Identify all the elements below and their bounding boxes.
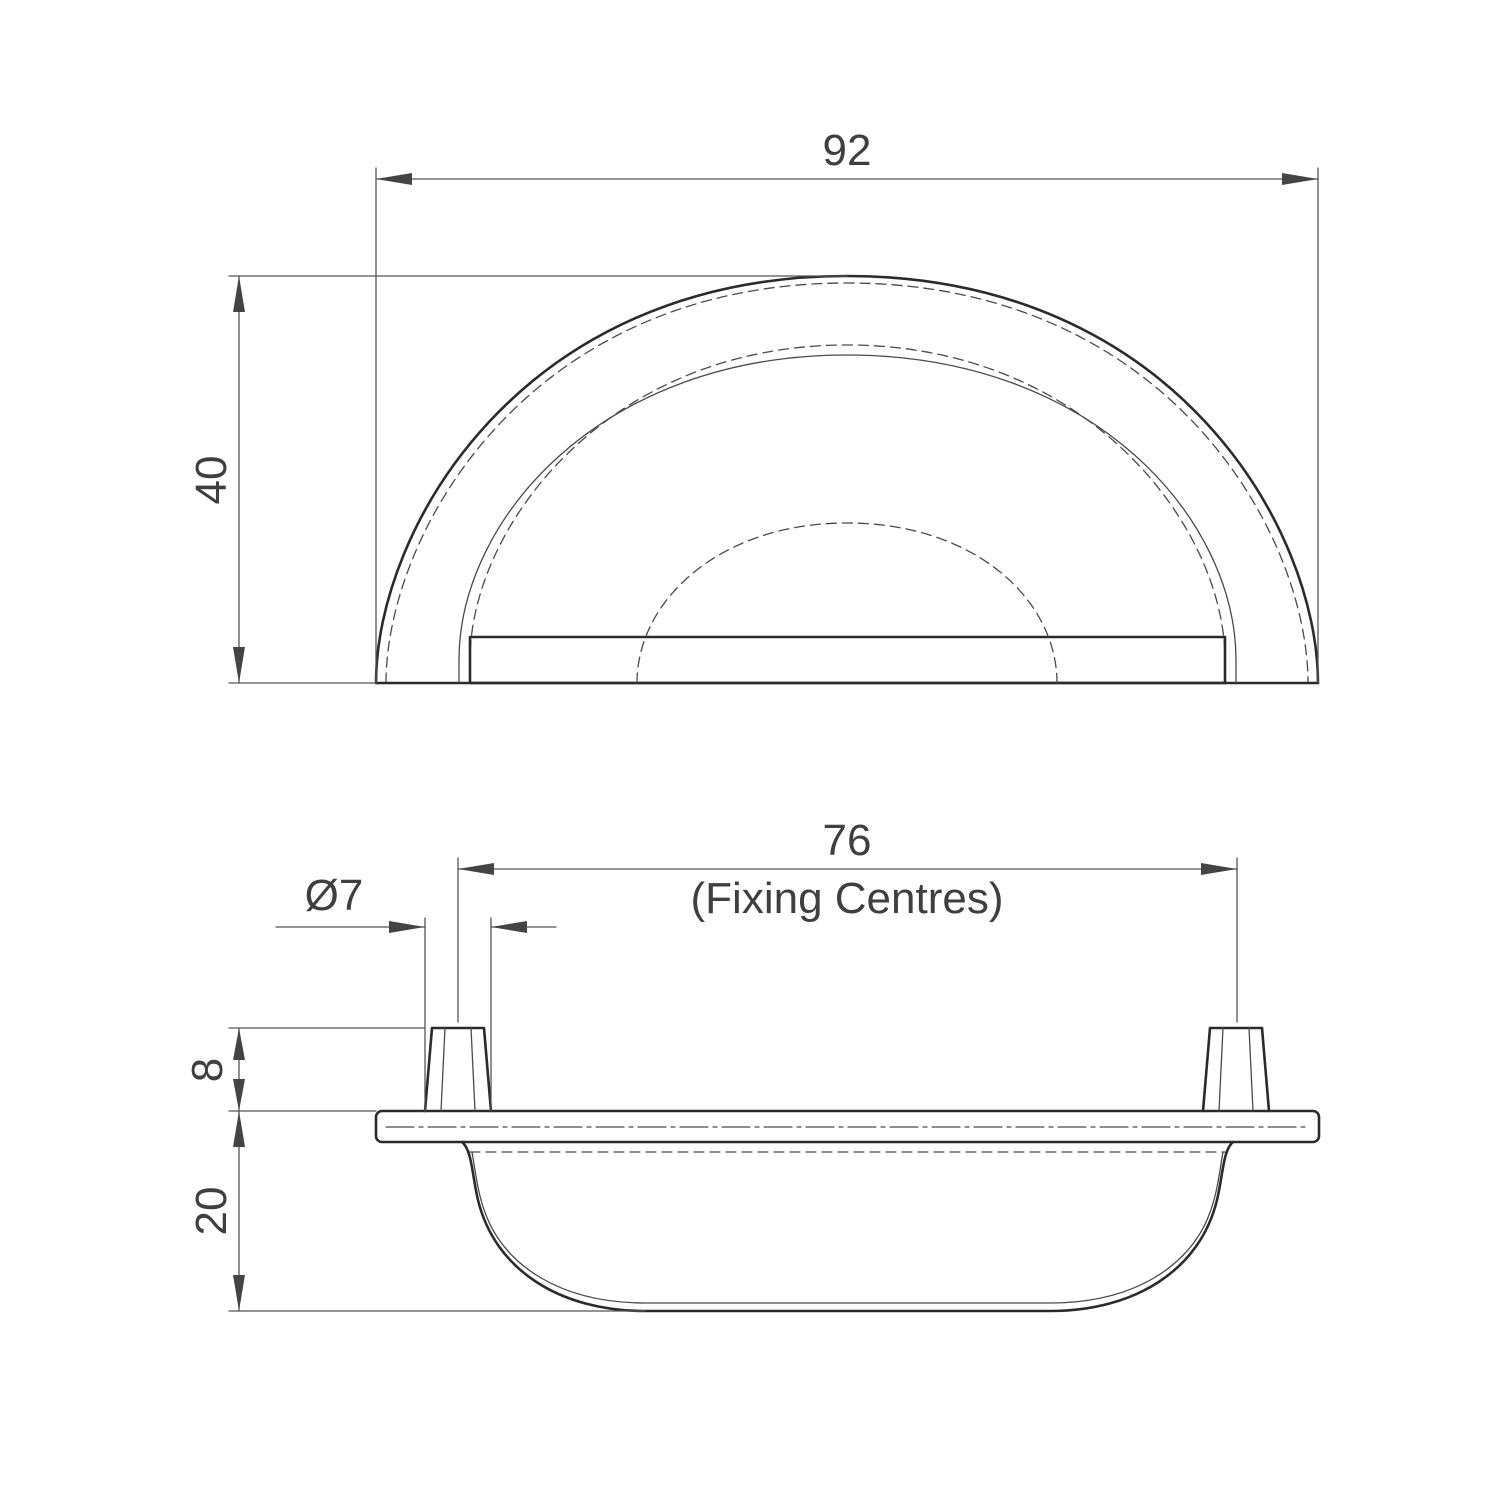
centres-dimension-label: 76 — [823, 816, 872, 865]
front-inner-hidden-edge — [469, 344, 1226, 684]
depth-arrow-bottom — [233, 1275, 245, 1311]
boss-arrow-top — [233, 1028, 245, 1060]
height-arrow-top — [233, 276, 245, 312]
front-view: 92 40 — [187, 126, 1320, 685]
height-arrow-bottom — [233, 647, 245, 683]
right-boss-inner-line — [1218, 1027, 1224, 1112]
centres-dimension: 76 (Fixing Centres) — [457, 816, 1238, 1023]
boss-arrow-bottom — [233, 1079, 245, 1111]
width-arrow-right — [1282, 173, 1318, 185]
side-backplate — [374, 1109, 1321, 1144]
centres-arrow-right — [1201, 863, 1237, 875]
width-arrow-left — [376, 173, 412, 185]
side-right-fixing-boss — [1201, 1026, 1271, 1113]
boss-height-label: 8 — [183, 1058, 232, 1082]
front-inner-opening — [458, 354, 1237, 684]
depth-arrow-top — [233, 1111, 245, 1147]
diameter-dimension: Ø7 — [275, 871, 557, 1112]
boss-height-dimension: 8 — [183, 1027, 426, 1112]
width-dimension: 92 — [375, 126, 1319, 684]
left-boss-outline — [423, 1026, 493, 1113]
right-boss-outline — [1201, 1026, 1271, 1113]
left-boss-inner-line-2 — [470, 1027, 476, 1112]
centres-arrow-left — [458, 863, 494, 875]
front-outer-outline — [374, 274, 1320, 685]
side-cup-inner-edge — [471, 1151, 1224, 1304]
width-dimension-label: 92 — [823, 126, 872, 175]
diameter-arrow-left — [389, 921, 425, 933]
centres-dimension-note: (Fixing Centres) — [691, 874, 1004, 923]
front-finger-recess — [468, 635, 1227, 685]
height-dimension: 40 — [187, 275, 848, 684]
left-boss-inner-line — [440, 1027, 446, 1112]
diameter-dimension-label: Ø7 — [305, 871, 364, 920]
height-dimension-label: 40 — [187, 456, 236, 505]
side-cup-outline — [460, 1140, 1235, 1313]
side-left-fixing-boss — [423, 1026, 493, 1113]
diameter-arrow-right — [491, 921, 527, 933]
side-view: 76 (Fixing Centres) Ø7 8 — [183, 816, 1321, 1313]
cup-depth-label: 20 — [187, 1187, 236, 1236]
cup-depth-dimension: 20 — [187, 1110, 646, 1312]
front-hidden-centre-arc — [636, 522, 1058, 684]
front-outer-hidden-edge — [385, 282, 1309, 684]
right-boss-inner-line-2 — [1248, 1027, 1254, 1112]
